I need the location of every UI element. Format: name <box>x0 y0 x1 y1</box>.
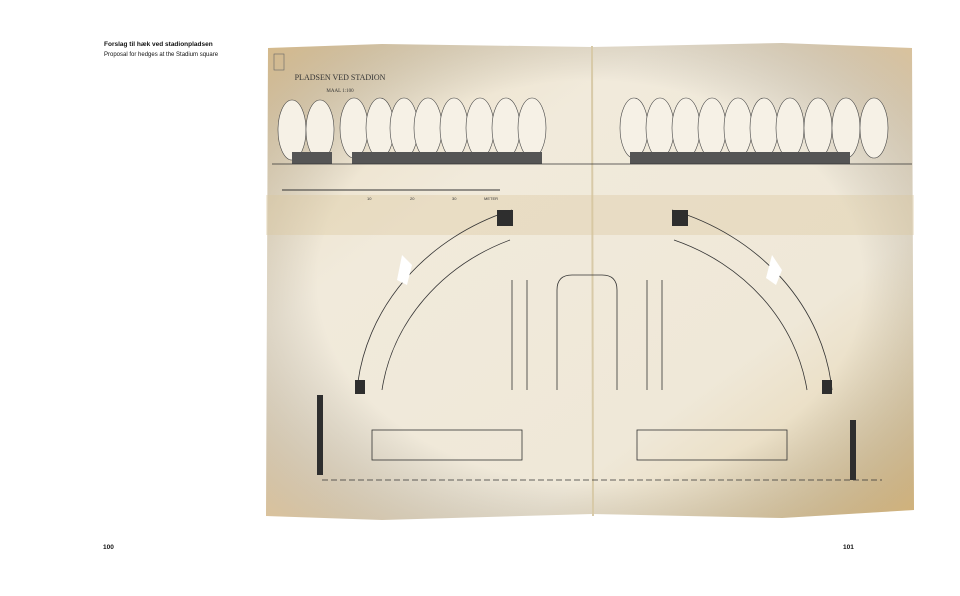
figure-caption: Forslag til hæk ved stadionpladsen Propo… <box>104 40 218 60</box>
svg-text:30: 30 <box>452 196 457 201</box>
tree-row-right <box>619 97 889 159</box>
svg-text:20: 20 <box>410 196 415 201</box>
paper-tears <box>397 255 782 285</box>
architectural-plan-drawing: PLADSEN VED STADION MAAL 1:100 10 20 30 … <box>266 43 914 520</box>
drawing-title: PLADSEN VED STADION <box>295 73 386 82</box>
scale-bar: 10 20 30 METER <box>282 189 500 201</box>
tree-row-left <box>277 97 547 161</box>
svg-text:METER: METER <box>484 196 498 201</box>
drawing-scale: MAAL 1:100 <box>326 89 354 94</box>
page-number-left: 100 <box>103 544 114 551</box>
page-number-right: 101 <box>843 544 854 551</box>
hedge-blocks <box>317 210 856 480</box>
svg-text:10: 10 <box>367 196 372 201</box>
caption-subtitle: Proposal for hedges at the Stadium squar… <box>104 52 219 58</box>
caption-title: Forslag til hæk ved stadionpladsen <box>104 41 213 48</box>
